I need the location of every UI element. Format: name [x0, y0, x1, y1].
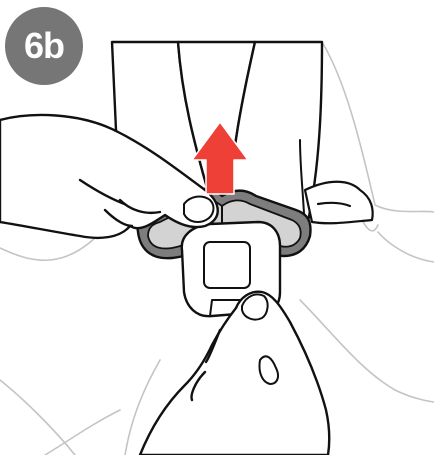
right-hand [140, 292, 329, 455]
left-thumbnail [184, 197, 213, 222]
step-badge: 6b [5, 7, 83, 85]
right-arm [305, 182, 373, 224]
buckle-window [204, 242, 250, 288]
